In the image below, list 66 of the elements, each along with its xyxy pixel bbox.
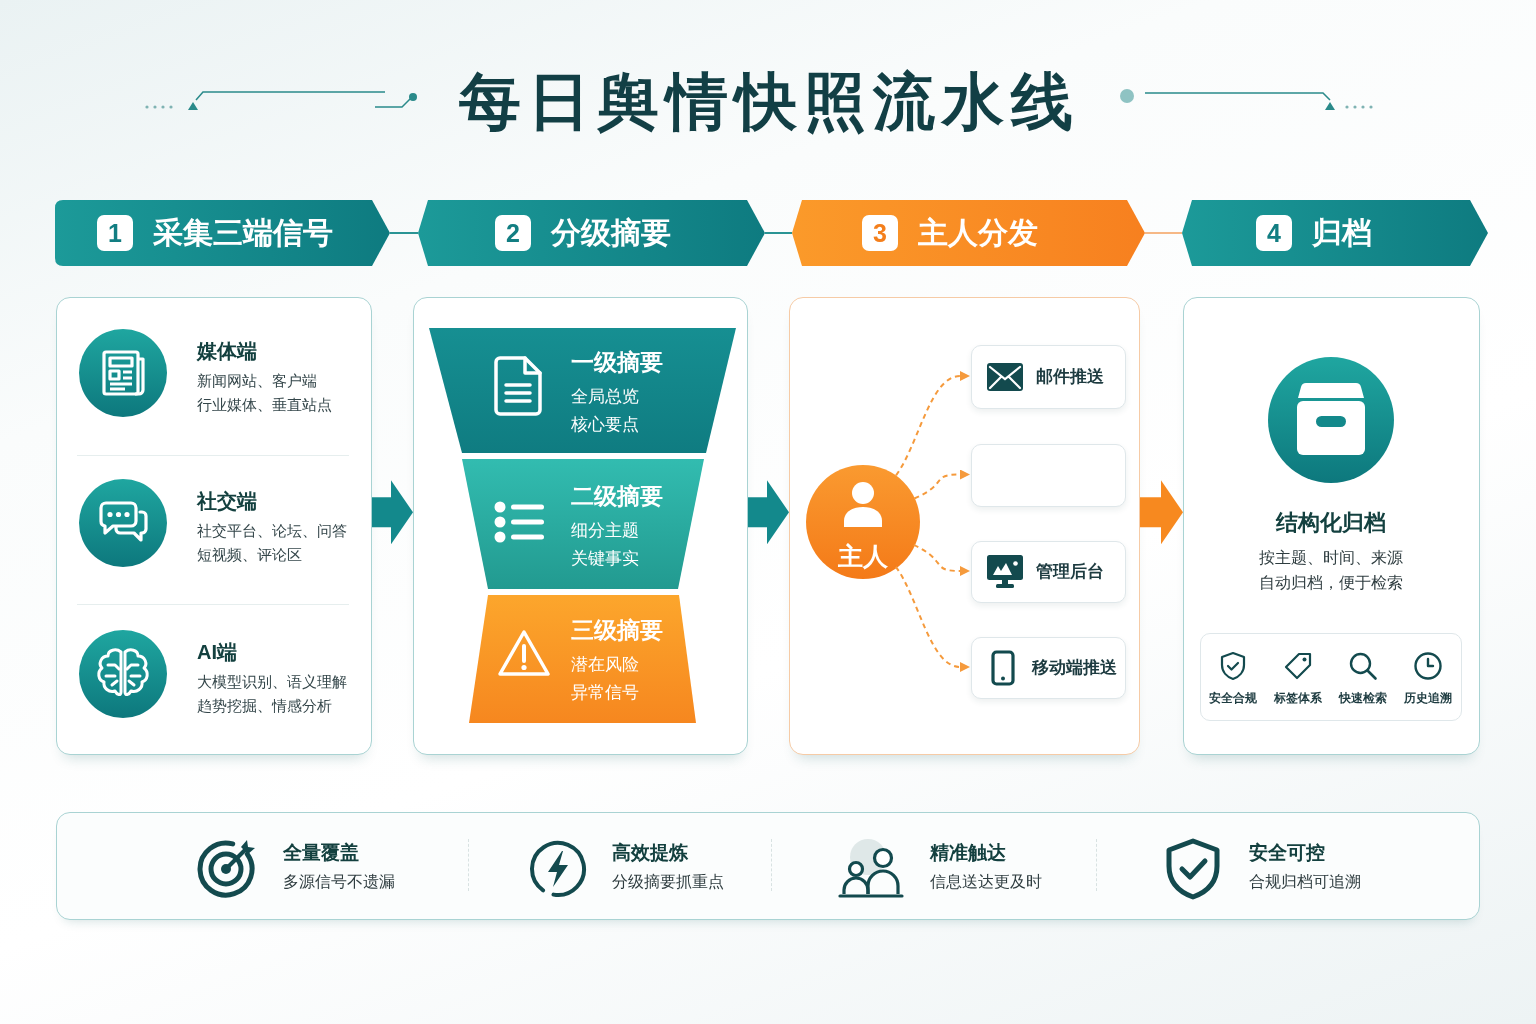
source-title: 媒体端 xyxy=(197,339,257,364)
step-title: 归档 xyxy=(1312,215,1372,251)
title: 每日舆情快照流水线 xyxy=(459,66,1080,138)
feature-label: 历史追溯 xyxy=(1403,690,1452,707)
role-label: 主人 xyxy=(838,541,888,571)
stage-panel xyxy=(413,297,748,755)
benefit-title: 高效提炼 xyxy=(612,841,688,865)
flow-arrow xyxy=(1140,480,1183,545)
stage-panel xyxy=(1183,297,1480,755)
connector-line xyxy=(764,232,793,234)
dashed-arrow xyxy=(912,543,970,576)
step-number: 4 xyxy=(1256,215,1292,251)
tier-detail: 潜在风险 xyxy=(571,654,639,676)
flow-arrow xyxy=(748,480,789,545)
channel-label: 移动端推送 xyxy=(1032,656,1117,679)
stage-panel xyxy=(789,297,1140,755)
step-number: 3 xyxy=(862,215,898,251)
channel-card xyxy=(971,637,1126,699)
dashed-arrow xyxy=(913,469,970,500)
source-detail: 行业媒体、垂直站点 xyxy=(197,395,332,415)
tier-detail: 核心要点 xyxy=(571,414,639,436)
tier-detail: 全局总览 xyxy=(571,386,639,408)
source-detail: 新闻网站、客户端 xyxy=(197,371,317,391)
benefit-detail: 合规归档可追溯 xyxy=(1249,872,1361,892)
channel-label: 邮件推送 xyxy=(1036,365,1104,388)
feature-label: 安全合规 xyxy=(1209,690,1258,707)
tier-title: 三级摘要 xyxy=(571,616,663,645)
feature-label: 标签体系 xyxy=(1274,690,1323,707)
step-title: 主人分发 xyxy=(918,215,1038,251)
benefit-title: 精准触达 xyxy=(930,841,1006,865)
tier-title: 二级摘要 xyxy=(571,482,663,511)
benefit-title: 安全可控 xyxy=(1249,841,1325,865)
feature-label: 快速检索 xyxy=(1338,690,1387,707)
benefit-detail: 信息送达更及时 xyxy=(930,872,1042,892)
connector-line xyxy=(1144,232,1183,234)
dashed-arrow xyxy=(894,565,970,672)
tier-title: 一级摘要 xyxy=(571,348,663,377)
source-title: 社交端 xyxy=(197,489,257,514)
step-number: 1 xyxy=(97,215,133,251)
flow-arrow xyxy=(372,480,413,545)
channel-card xyxy=(971,345,1126,409)
benefit-detail: 分级摘要抓重点 xyxy=(612,872,724,892)
tier-detail: 异常信号 xyxy=(571,682,639,704)
source-detail: 大模型识别、语义理解 xyxy=(197,672,347,692)
benefit-detail: 多源信号不遗漏 xyxy=(283,872,395,892)
panel-detail: 自动归档，便于检索 xyxy=(1259,573,1403,593)
benefit-bar xyxy=(56,812,1480,920)
tier-detail: 关键事实 xyxy=(571,548,639,570)
step-title: 采集三端信号 xyxy=(153,215,333,251)
connector-line xyxy=(389,232,419,234)
step-number: 2 xyxy=(495,215,531,251)
source-detail: 趋势挖掘、情感分析 xyxy=(197,696,332,716)
source-detail: 短视频、评论区 xyxy=(197,545,302,565)
benefit-title: 全量覆盖 xyxy=(283,841,359,865)
feature-panel xyxy=(1200,633,1462,721)
channel-card xyxy=(971,444,1126,507)
channel-label: 管理后台 xyxy=(1036,560,1104,583)
panel-title: 结构化归档 xyxy=(1276,509,1386,537)
source-detail: 社交平台、论坛、问答 xyxy=(197,521,347,541)
source-title: AI端 xyxy=(197,640,237,665)
dashed-arrow xyxy=(895,371,970,477)
step-title: 分级摘要 xyxy=(551,215,671,251)
panel-detail: 按主题、时间、来源 xyxy=(1259,548,1403,568)
channel-card xyxy=(971,541,1126,603)
stage-panel xyxy=(56,297,372,755)
tier-detail: 细分主题 xyxy=(571,520,639,542)
